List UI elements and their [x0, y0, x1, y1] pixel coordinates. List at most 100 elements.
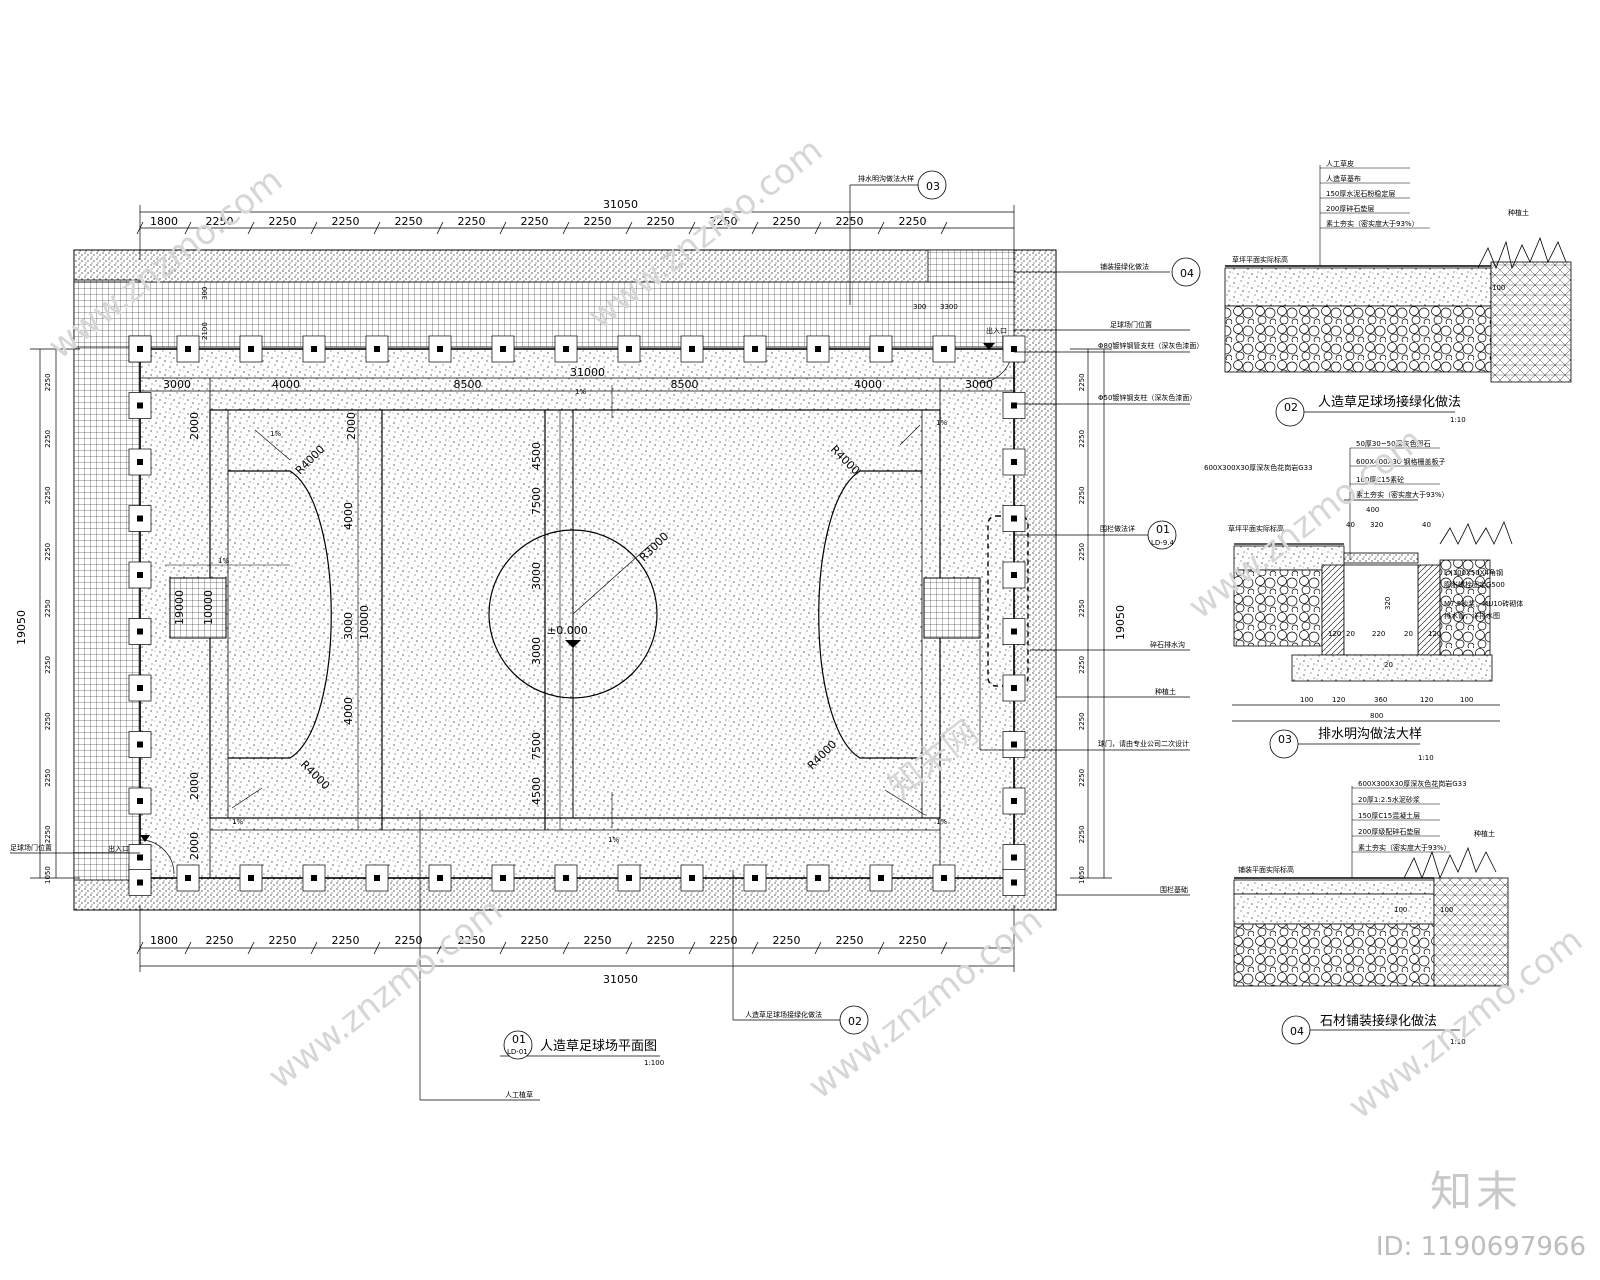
callout-paving-label: 铺装接绿化做法 — [1100, 262, 1149, 271]
post — [137, 346, 143, 352]
callout-circles — [503, 170, 1201, 1060]
d02-layer-3: 150厚水泥石粉稳定层 — [1326, 189, 1395, 198]
post — [1011, 346, 1017, 352]
d03-dim-mid-1: 120 — [1328, 630, 1341, 638]
entrance-left-label: 出入口 — [108, 844, 129, 853]
d02-num: 02 — [1284, 401, 1298, 414]
d03-dim-top-1: 400 — [1366, 506, 1379, 514]
bottom-dim-1: 2250 — [206, 934, 234, 947]
post — [137, 879, 143, 886]
callout-03-num: 03 — [926, 180, 940, 193]
post — [248, 346, 254, 352]
bottom-dim-7: 2250 — [584, 934, 612, 947]
d03-dim-total: 800 — [1370, 712, 1383, 720]
inner-dim-5: 3000 — [965, 378, 993, 391]
center-vdim-5: 4500 — [530, 777, 543, 805]
d04-layer-2: 20厚1:2.5水泥砂浆 — [1358, 795, 1420, 804]
watermark-5: www.znzmo.com — [801, 900, 1050, 1107]
total-width-top: 31050 — [603, 198, 638, 211]
top-dim-9: 2250 — [710, 215, 738, 228]
bottom-dim-9: 2250 — [710, 934, 738, 947]
d03-dim-top-4: 40 — [1422, 521, 1431, 529]
post — [137, 402, 143, 409]
dim-tick — [751, 941, 759, 955]
top-dim-7: 2250 — [584, 215, 612, 228]
inner-dim-0: 3000 — [163, 378, 191, 391]
dim-tick — [688, 221, 696, 235]
post — [815, 875, 821, 881]
dim-tick — [688, 941, 696, 955]
fence-door-right-label: 足球场门位置 — [1110, 320, 1152, 329]
dim-tick — [136, 221, 144, 235]
top-dim-8: 2250 — [647, 215, 675, 228]
bottom-dim-12: 2250 — [899, 934, 927, 947]
d02-edge: 草坪平面实际标高 — [1232, 255, 1288, 264]
elevation-label: ±0.000 — [547, 624, 588, 637]
top-dim-10: 2250 — [773, 215, 801, 228]
d04-title: 石材铺装接绿化做法 — [1320, 1013, 1437, 1029]
planting-soil-label: 种植土 — [1155, 687, 1176, 696]
top-dim-12: 2250 — [899, 215, 927, 228]
bottom-dim-6: 2250 — [521, 934, 549, 947]
dim-tick — [310, 941, 318, 955]
dim-tick — [310, 221, 318, 235]
post — [1011, 854, 1017, 861]
total-height-right: 19050 — [1114, 605, 1127, 640]
post — [185, 346, 191, 352]
fence-door-left-label: 足球场门位置 — [10, 843, 52, 852]
post — [752, 875, 758, 881]
d03-dim-mid-2: 20 — [1346, 630, 1355, 638]
d03-steel: LX100X50X4角钢 — [1444, 568, 1503, 577]
left-vdim-1: 2000 — [188, 772, 201, 800]
post — [878, 346, 884, 352]
d04-edge: 铺装平面实际标高 — [1238, 865, 1294, 874]
post — [311, 346, 317, 352]
left-dim-4: 2250 — [44, 599, 52, 617]
plan-scale: 1:100 — [644, 1059, 664, 1067]
d03-dim-bot-2: 120 — [1332, 696, 1345, 704]
dim-tick — [184, 941, 192, 955]
inner-dim-1: 4000 — [272, 378, 300, 391]
detail-04: 600X300X30厚深灰色花岗岩G33 20厚1:2.5水泥砂浆 150厚C1… — [1233, 779, 1509, 1046]
d03-dim-bot-4: 120 — [1420, 696, 1433, 704]
right-dim-7: 2250 — [1078, 769, 1086, 787]
center-vdim-0: 7500 — [530, 487, 543, 515]
inner-dim-3: 8500 — [671, 378, 699, 391]
post — [137, 628, 143, 635]
left-vdim-2: 2000 — [188, 832, 201, 860]
left-goal — [169, 577, 227, 639]
detail-02: 人工草皮 人造草基布 150厚水泥石粉稳定层 200厚碎石垫层 素土夯实（密实度… — [1224, 159, 1572, 427]
post — [563, 346, 569, 352]
callout-bottom-label: 人造草足球场接绿化做法 — [745, 1010, 822, 1019]
total-width-bottom: 31050 — [603, 973, 638, 986]
inner-width: 31000 — [570, 366, 605, 379]
post — [137, 741, 143, 748]
brand-logo: 知末 — [1429, 1167, 1522, 1216]
post — [1011, 459, 1017, 465]
d02-layer-4: 200厚碎石垫层 — [1326, 204, 1374, 213]
top-dim-1: 2250 — [206, 215, 234, 228]
right-dim-5: 2250 — [1078, 656, 1086, 674]
left-dim-9: 1050 — [44, 866, 52, 884]
d03-paving: 600X300X30厚深灰色花岗岩G33 — [1204, 463, 1313, 472]
dim-tick — [436, 941, 444, 955]
d04-dim-2: 100 — [1440, 906, 1453, 914]
post — [1011, 628, 1017, 635]
callout-top-label: 排水明沟做法大样 — [858, 174, 914, 183]
slope-bottom: 1% — [608, 836, 619, 844]
post — [137, 854, 143, 861]
post — [941, 875, 947, 881]
top-dim-11: 2250 — [836, 215, 864, 228]
top-dim-0: 1800 — [150, 215, 178, 228]
callout-04-num: 04 — [1180, 267, 1194, 280]
callout-02-num: 02 — [848, 1015, 862, 1028]
d03-dim-top-2: 40 — [1346, 521, 1355, 529]
d02-layer-2: 人造草基布 — [1326, 174, 1361, 183]
d03-dim-mid-4: 20 — [1404, 630, 1413, 638]
d03-title: 排水明沟做法大样 — [1318, 727, 1422, 742]
post — [626, 346, 632, 352]
bottom-dim-0: 1800 — [150, 934, 178, 947]
playing-surface — [209, 409, 941, 819]
post — [437, 346, 443, 352]
goal-vdim-5: 19000 — [173, 590, 186, 625]
